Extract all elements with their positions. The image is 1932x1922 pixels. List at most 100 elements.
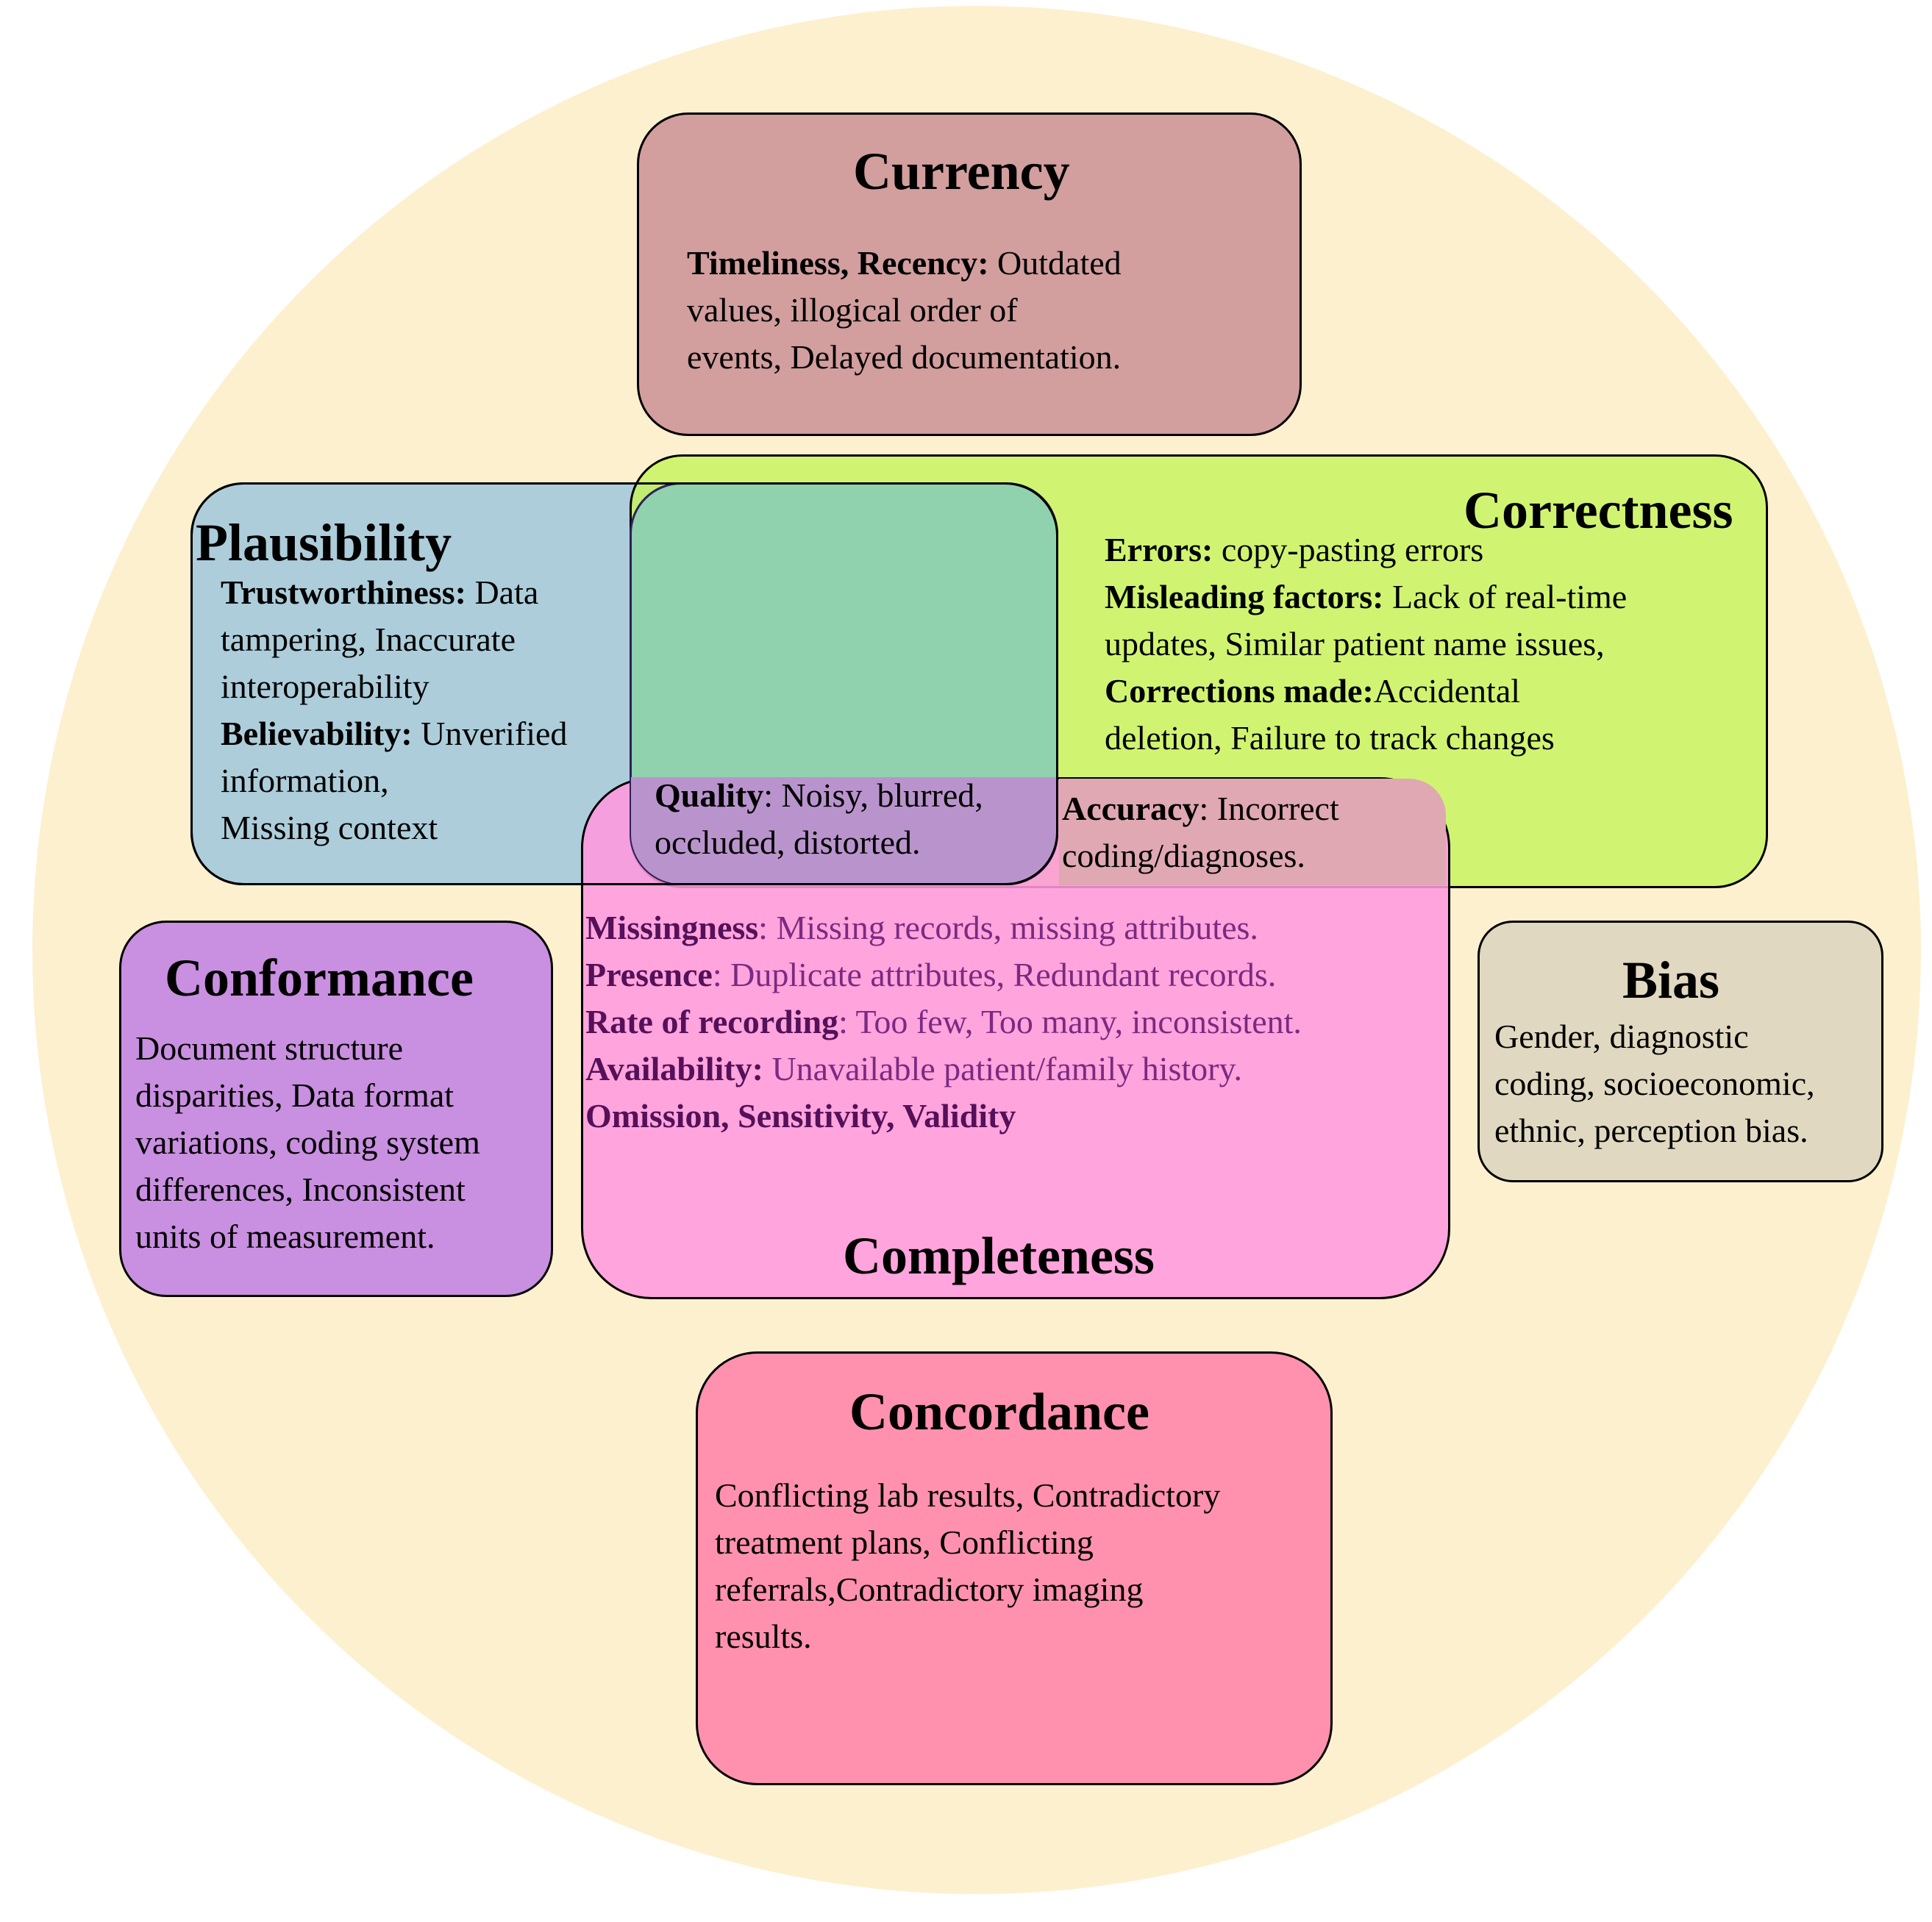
accuracy-overlap-region [1059, 779, 1446, 885]
label-description: : Too few, Too many, inconsistent. [838, 1003, 1302, 1040]
label-description: results. [715, 1618, 812, 1655]
label-description: ethnic, perception bias. [1494, 1112, 1808, 1149]
concordance-title: Concordance [849, 1382, 1149, 1441]
text-line: coding/diagnoses. [1062, 832, 1339, 879]
label-description: Outdated [988, 244, 1122, 282]
plausibility-text: Trustworthiness: Data tampering, Inaccura… [221, 569, 567, 851]
label-description: : Incorrect [1199, 790, 1339, 827]
label-description: Unavailable patient/family history. [763, 1050, 1242, 1087]
label-description: updates, Similar patient name issues, [1105, 625, 1605, 662]
label-description: Unverified [412, 715, 568, 752]
text-line: variations, coding system [135, 1119, 480, 1166]
text-line: Trustworthiness: Data [221, 569, 567, 616]
label-description: treatment plans, Conflicting [715, 1523, 1094, 1561]
label-term: Misleading factors: [1105, 578, 1384, 615]
label-term: Accuracy [1062, 790, 1200, 827]
bias-text: Gender, diagnostic coding, socioeconomic,… [1494, 1013, 1815, 1154]
text-line: Missingness: Missing records, missing at… [585, 904, 1302, 951]
label-description: : Missing records, missing attributes. [758, 909, 1258, 946]
text-line: events, Delayed documentation. [687, 334, 1122, 381]
label-description: units of measurement. [135, 1218, 435, 1255]
label-term: Errors: [1105, 531, 1213, 568]
label-description: coding/diagnoses. [1062, 837, 1305, 874]
concordance-text: Conflicting lab results, Contradictory tr… [715, 1472, 1220, 1660]
plausibility-title: Plausibility [196, 513, 452, 572]
currency-title: Currency [853, 142, 1070, 201]
quality-overlap-region [631, 777, 1057, 884]
accuracy-text: Accuracy: Incorrect coding/diagnoses. [1062, 785, 1339, 879]
label-description: interoperability [221, 668, 429, 705]
label-description: occluded, distorted. [655, 824, 921, 861]
text-line: Misleading factors: Lack of real-time [1105, 574, 1627, 621]
conformance-text: Document structure disparities, Data form… [135, 1025, 480, 1260]
label-description: differences, Inconsistent [135, 1171, 466, 1208]
text-line: updates, Similar patient name issues, [1105, 621, 1627, 668]
text-line: Errors: copy-pasting errors [1105, 526, 1627, 574]
label-description: deletion, Failure to track changes [1105, 719, 1555, 757]
label-description: Document structure [135, 1029, 404, 1067]
completeness-title: Completeness [843, 1226, 1155, 1285]
text-line: Corrections made:Accidental [1105, 668, 1627, 715]
label-term: Believability: [221, 715, 413, 752]
label-description: : Duplicate attributes, Redundant record… [712, 956, 1277, 993]
text-line: Quality: Noisy, blurred, [655, 772, 983, 819]
text-line: Timeliness, Recency: Outdated [687, 240, 1122, 287]
text-line: Conflicting lab results, Contradictory [715, 1472, 1220, 1519]
text-line: coding, socioeconomic, [1494, 1060, 1815, 1107]
label-description: disparities, Data format [135, 1076, 455, 1114]
label-description: information, [221, 762, 389, 799]
text-line: Missing context [221, 804, 567, 851]
label-description: coding, socioeconomic, [1494, 1065, 1815, 1102]
text-line: Believability: Unverified [221, 710, 567, 757]
label-term: Rate of recording [585, 1003, 839, 1040]
label-description: copy-pasting errors [1213, 531, 1484, 568]
text-line: results. [715, 1613, 1220, 1660]
text-line: values, illogical order of [687, 287, 1122, 334]
text-line: Presence: Duplicate attributes, Redundan… [585, 951, 1302, 998]
text-line: interoperability [221, 663, 567, 710]
text-line: ethnic, perception bias. [1494, 1107, 1815, 1154]
label-description: Gender, diagnostic [1494, 1018, 1749, 1055]
text-line: information, [221, 757, 567, 804]
label-description: Missing context [221, 809, 438, 846]
text-line: deletion, Failure to track changes [1105, 715, 1627, 762]
label-description: Data [466, 574, 539, 611]
text-line: disparities, Data format [135, 1072, 480, 1119]
quality-text: Quality: Noisy, blurred, occluded, distor… [655, 772, 983, 866]
conformance-title: Conformance [165, 949, 474, 1007]
correctness-title: Correctness [1464, 481, 1733, 540]
completeness-text: Missingness: Missing records, missing at… [585, 904, 1302, 1140]
plausibility-outline [190, 482, 1058, 885]
text-line: referrals,Contradictory imaging [715, 1566, 1220, 1613]
label-description: tampering, Inaccurate [221, 621, 516, 658]
label-term: Quality [655, 776, 764, 814]
bias-box [1477, 921, 1883, 1182]
text-line: Rate of recording: Too few, Too many, in… [585, 998, 1302, 1046]
text-line: occluded, distorted. [655, 819, 983, 866]
label-term: Trustworthiness: [221, 574, 466, 611]
text-line: Document structure [135, 1025, 480, 1072]
text-line: Gender, diagnostic [1494, 1013, 1815, 1060]
label-term: Omission, Sensitivity, Validity [585, 1097, 1016, 1135]
conformance-box [119, 921, 553, 1297]
label-description: Conflicting lab results, Contradictory [715, 1476, 1221, 1514]
text-line: units of measurement. [135, 1213, 480, 1260]
text-line: tampering, Inaccurate [221, 616, 567, 663]
label-description: values, illogical order of [687, 291, 1018, 329]
bias-title: Bias [1622, 951, 1720, 1010]
currency-text: Timeliness, Recency: Outdated values, ill… [687, 240, 1122, 381]
label-description: events, Delayed documentation. [687, 338, 1122, 376]
concordance-box [696, 1351, 1333, 1785]
label-description: : Noisy, blurred, [763, 776, 983, 814]
label-description: Accidental [1373, 672, 1521, 710]
text-line: Availability: Unavailable patient/family… [585, 1046, 1302, 1093]
label-term: Missingness [585, 909, 759, 946]
currency-box [637, 112, 1302, 436]
text-line: Omission, Sensitivity, Validity [585, 1093, 1302, 1140]
text-line: treatment plans, Conflicting [715, 1519, 1220, 1566]
label-description: referrals,Contradictory imaging [715, 1571, 1144, 1608]
label-term: Corrections made: [1105, 672, 1374, 710]
label-term: Timeliness, Recency: [687, 244, 989, 282]
